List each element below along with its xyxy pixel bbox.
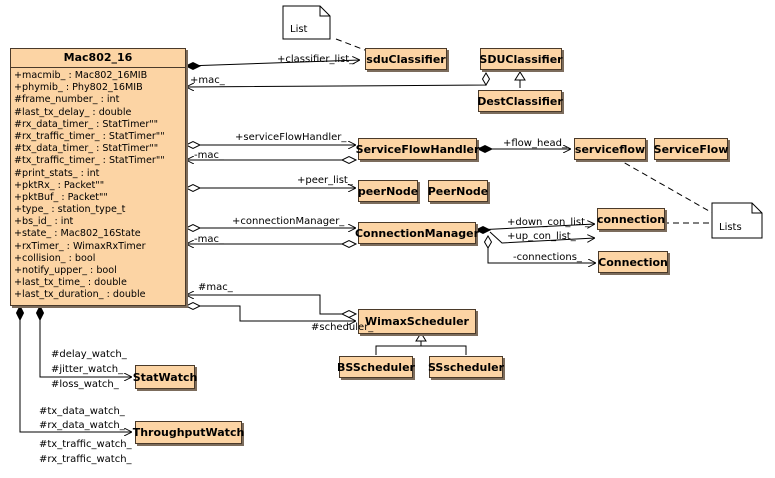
edge-note-list: [335, 38, 371, 53]
class-mac802-16[interactable]: Mac802_16 +macmib_ : Mac802_16MIB +phymi…: [10, 48, 186, 306]
label-mac-sfh: -mac_: [194, 150, 224, 161]
edge-up-con-list: [489, 231, 595, 244]
class-serviceflow[interactable]: ServiceFlow: [654, 138, 728, 160]
class-connection[interactable]: Connection: [598, 251, 668, 273]
label-tx-traffic-watch: #tx_traffic_watch_: [39, 439, 132, 450]
attribute: #frame_number_ : int: [14, 94, 120, 106]
class-sduclassifier[interactable]: sduClassifier: [365, 48, 447, 70]
attribute: #rx_traffic_timer_ : StatTimer"": [14, 130, 165, 142]
attribute: +bs_id_ : int: [14, 216, 74, 228]
attribute: +state_ : Mac802_16State: [14, 228, 141, 240]
edge-classifier-list: [185, 60, 360, 67]
label-peer-list: +peer_list_: [297, 175, 353, 186]
label-tx-data-watch: #tx_data_watch_: [39, 406, 125, 417]
label-mac-cm: -mac_: [194, 234, 224, 245]
class-title: Mac802_16: [11, 49, 185, 68]
label-jitter-watch: #jitter_watch_: [51, 364, 124, 375]
attribute: #last_tx_delay_ : double: [14, 106, 132, 118]
label-rx-data-watch: #rx_data_watch_: [39, 420, 125, 431]
label-up-con-list: +up_con_list_: [507, 231, 576, 242]
label-rx-traffic-watch: #rx_traffic_watch_: [39, 454, 132, 465]
class-destclassifier[interactable]: DestClassifier: [477, 90, 563, 112]
label-serviceflowhandler: +serviceFlowHandler_: [235, 132, 347, 143]
class-statwatch[interactable]: StatWatch: [133, 365, 197, 389]
class-throughputwatch[interactable]: ThroughputWatch: [133, 421, 244, 444]
attribute: #rx_data_timer_ : StatTimer"": [14, 118, 159, 130]
label-connectionmanager: +connectionManager_: [232, 216, 345, 227]
attribute-list: +macmib_ : Mac802_16MIB +phymib_ : Phy80…: [11, 68, 185, 302]
class-peernode[interactable]: PeerNode: [428, 180, 488, 202]
attribute: +collision_ : bool: [14, 252, 96, 264]
label-mac-scheduler: #mac_: [198, 282, 233, 293]
aggregation-diamond: [481, 72, 491, 86]
edge-scheduler: [186, 305, 356, 321]
class-sdu-classifier[interactable]: SDUClassifier: [479, 48, 563, 70]
edge-down-con-list: [475, 224, 595, 231]
attribute: #print_stats_ : int: [14, 167, 100, 179]
attribute: #tx_traffic_timer_ : StatTimer"": [14, 155, 165, 167]
attribute: #tx_data_timer_ : StatTimer"": [14, 143, 159, 155]
attribute: +rxTimer_ : WimaxRxTimer: [14, 240, 146, 252]
class-wimaxscheduler[interactable]: WimaxScheduler: [358, 309, 476, 334]
attribute: +last_tx_time_ : double: [14, 277, 127, 289]
label-delay-watch: #delay_watch_: [51, 349, 127, 360]
attribute: +type_ : station_type_t: [14, 204, 126, 216]
edge-statwatch: [39, 306, 132, 377]
attribute: +pktBuf_ : Packet"": [14, 191, 108, 203]
note-lists: Lists: [714, 218, 754, 236]
attribute: +macmib_ : Mac802_16MIB: [14, 70, 148, 81]
class-serviceflow-instance[interactable]: serviceflow: [574, 138, 646, 160]
class-peernode-instance[interactable]: peerNode: [358, 180, 418, 202]
attribute: +notify_upper_ : bool: [14, 265, 117, 276]
label-flow-head: +flow_head_: [503, 138, 567, 149]
attribute: +last_tx_duration_ : double: [14, 289, 146, 301]
attribute: +phymib_ : Phy802_16MIB: [14, 82, 143, 94]
note-list: List: [285, 20, 325, 38]
label-classifier-list: +classifier_list_: [277, 54, 355, 65]
class-serviceflowhandler[interactable]: ServiceFlowHandler: [356, 138, 479, 160]
class-ssscheduler[interactable]: SSscheduler: [428, 356, 504, 378]
class-connectionmanager[interactable]: ConnectionManager: [355, 222, 479, 244]
label-loss-watch: #loss_watch_: [51, 379, 119, 390]
label-scheduler: #scheduler_: [311, 322, 374, 333]
edge-sched-mac: [186, 295, 356, 315]
generalization-triangle: [514, 71, 526, 81]
edge-sdu-mac: [186, 73, 487, 87]
composition-diamond: [184, 61, 202, 71]
label-connections: -connections_: [513, 252, 582, 263]
attribute: +pktRx_ : Packet"": [14, 179, 105, 191]
class-bsscheduler[interactable]: BSScheduler: [337, 356, 415, 378]
class-connection-instance[interactable]: connection: [597, 208, 665, 230]
label-down-con-list: +down_con_list_: [507, 217, 591, 228]
edge-note-lists-a: [615, 157, 717, 216]
label-mac-classifier: +mac_: [190, 75, 225, 86]
edge-throughputwatch: [19, 306, 132, 432]
